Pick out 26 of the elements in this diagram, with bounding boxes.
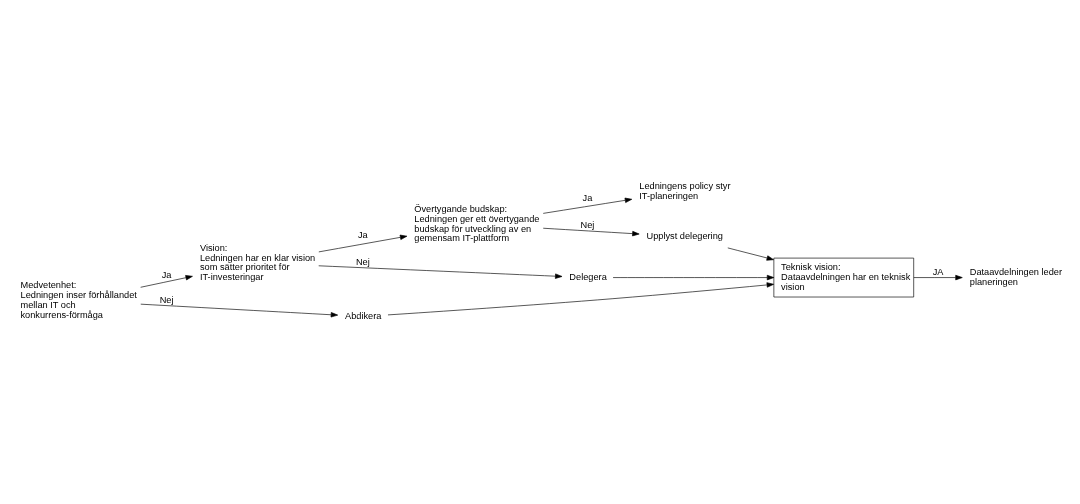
edge-label: Ja — [161, 269, 172, 280]
arrow — [387, 281, 774, 315]
node-text: Delegera — [569, 271, 607, 282]
arrow — [612, 274, 775, 280]
node-text: Ledningens policy styr IT-planeringen — [639, 180, 731, 201]
edge-label: Nej — [159, 294, 174, 305]
edge-label: Ja — [358, 229, 368, 240]
node-text: Vision: Ledningen har en klar vision som sätter prioritet för IT-investeringar — [199, 242, 316, 282]
node-text: Abdikera — [345, 310, 382, 321]
edge-label: Nej — [355, 256, 370, 267]
edge-label: Nej — [580, 219, 595, 230]
arrow — [542, 227, 640, 236]
arrow — [140, 274, 193, 288]
node-text: Övertygande budskap: Ledningen ger ett övertygande budskap för utveckling av en gemensam IT-plattform — [414, 203, 540, 243]
arrow — [542, 197, 633, 214]
node-box: Teknisk vision: Dataavdelningen har en teknisk vision — [773, 257, 915, 297]
node-text: Upplyst delegering — [646, 230, 723, 241]
edge-label: Ja — [582, 192, 593, 203]
arrow — [140, 303, 339, 317]
arrow — [318, 264, 563, 279]
arrow — [318, 234, 408, 252]
arrow — [727, 247, 774, 261]
arrow — [913, 274, 963, 280]
edge-label: JA — [932, 266, 944, 277]
node-text: Medvetenhet: Ledningen inser förhållandet mellan IT och konkurrens-förmåga — [20, 279, 137, 320]
node-text: Dataavdelningen leder planeringen — [969, 266, 1063, 287]
